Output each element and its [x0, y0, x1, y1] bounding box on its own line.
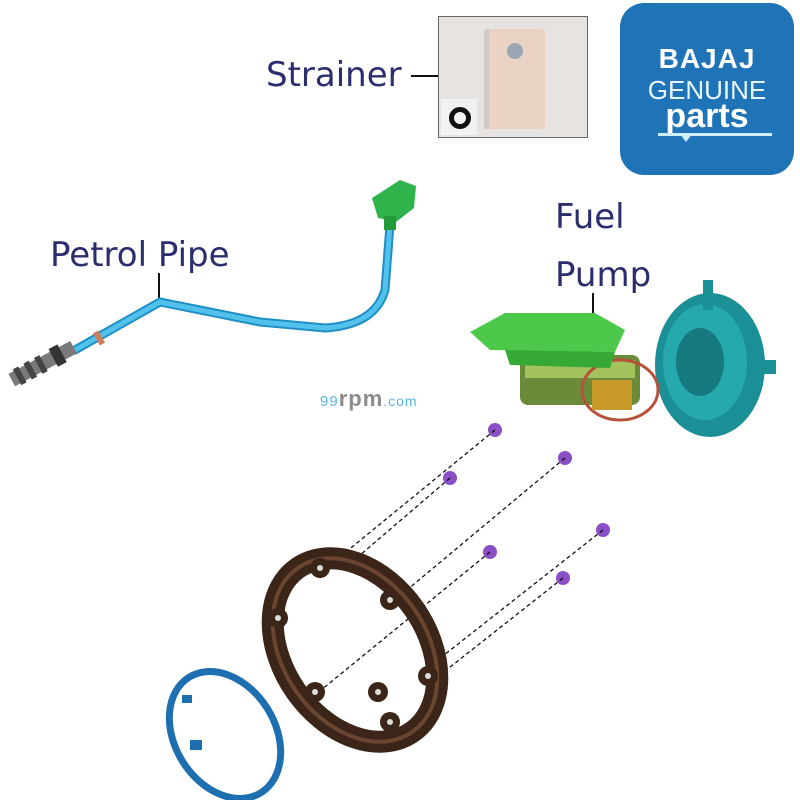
- strainer-image: [438, 16, 588, 138]
- petrol-pipe-label: Petrol Pipe: [50, 235, 230, 275]
- logo-tick-icon: [680, 134, 692, 142]
- fuel-pump-label-line2: Pump: [555, 255, 652, 295]
- strainer-leader-line: [411, 75, 438, 77]
- logo-genuine: GENUINE: [647, 75, 767, 105]
- bajaj-genuine-parts-logo: BAJAJ GENUINE parts: [620, 3, 794, 175]
- screws: [443, 423, 610, 585]
- fuel-pump-label-line1: Fuel: [555, 197, 625, 237]
- fuel-pump: [470, 280, 776, 437]
- retaining-ring: [165, 668, 285, 800]
- strainer-label: Strainer: [266, 55, 402, 95]
- watermark: 99rpm.com: [320, 386, 418, 411]
- logo-underline: [658, 133, 772, 136]
- logo-parts: parts: [665, 97, 749, 135]
- gasket: [261, 547, 449, 753]
- petrol-pipe-leader-line: [158, 273, 160, 303]
- petrol-pipe: [8, 180, 416, 387]
- strainer-oring-inset: [441, 99, 477, 135]
- fuel-pump-leader-line: [592, 293, 594, 329]
- assembly-guide-lines: [314, 429, 604, 696]
- strainer-cap: [507, 43, 523, 59]
- logo-brand: BAJAJ: [658, 43, 756, 74]
